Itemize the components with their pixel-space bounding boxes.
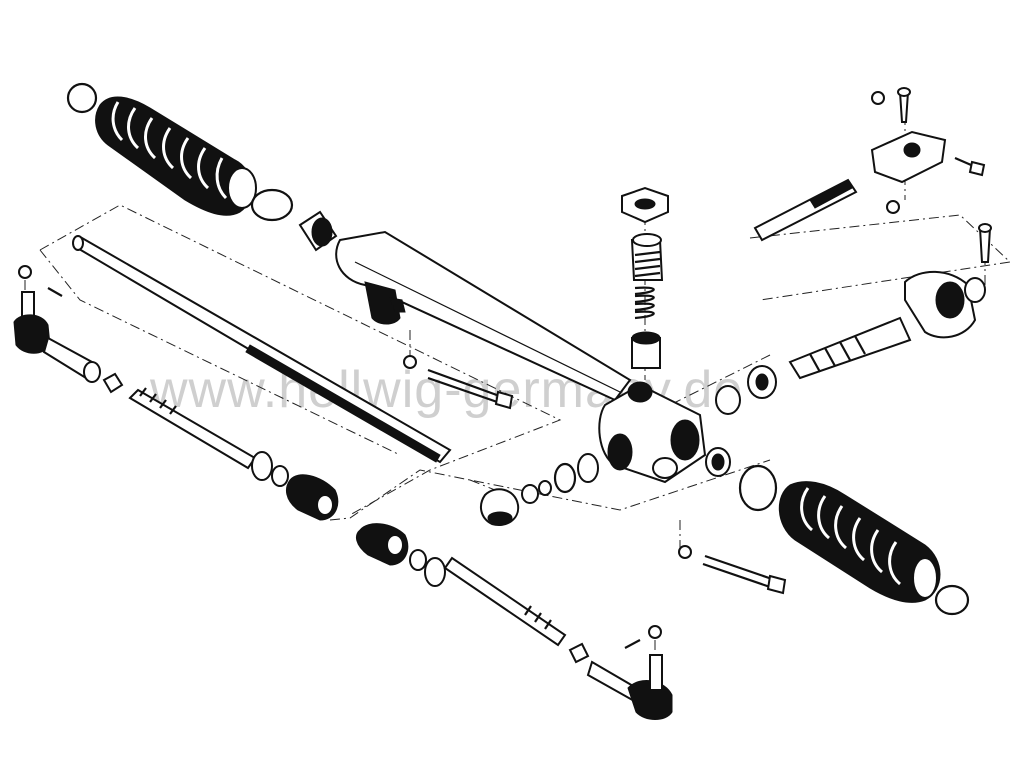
rack-bar bbox=[72, 235, 452, 464]
tie-rod-right bbox=[355, 523, 590, 664]
mounting-bolt-lower bbox=[678, 545, 787, 595]
tie-rod-end-left bbox=[13, 265, 124, 394]
pinion-housing bbox=[598, 381, 707, 484]
seal-stack bbox=[479, 453, 599, 526]
tie-rod-end-right bbox=[586, 625, 673, 720]
rack-housing bbox=[335, 230, 632, 402]
boot-left bbox=[66, 82, 294, 222]
mounting-bolt-upper bbox=[403, 355, 514, 410]
pinion-shaft bbox=[747, 223, 992, 399]
bearing-right bbox=[705, 385, 778, 512]
guide-lines bbox=[24, 115, 1012, 660]
boot-right bbox=[778, 481, 970, 616]
bearing-left bbox=[298, 210, 338, 252]
tie-rod-left bbox=[128, 387, 339, 521]
adjuster-stack bbox=[621, 186, 669, 369]
universal-joint bbox=[753, 87, 986, 242]
